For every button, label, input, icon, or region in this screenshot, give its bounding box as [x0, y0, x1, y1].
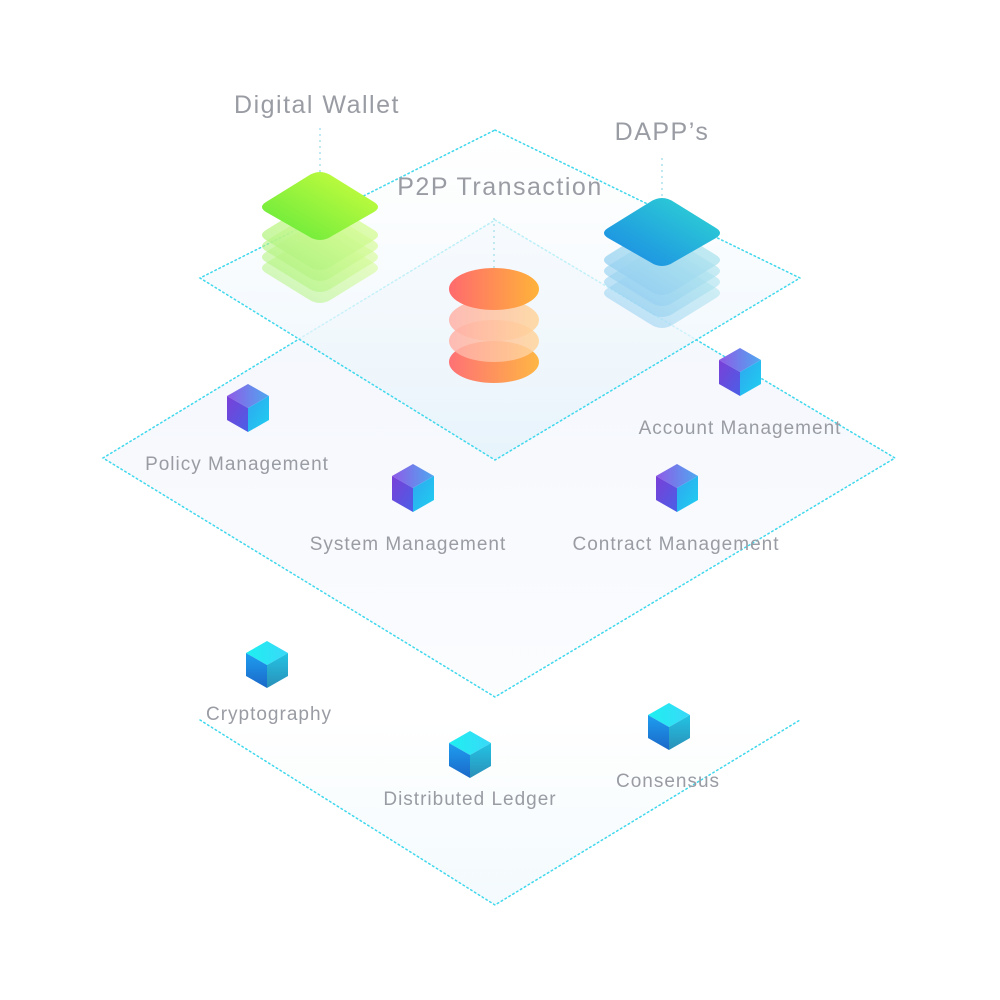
- cube-icon: [719, 348, 761, 396]
- policy-management-node: Policy Management: [145, 384, 329, 475]
- digital-wallet-label: Digital Wallet: [234, 91, 400, 119]
- consensus-node: Consensus: [616, 703, 720, 792]
- cube-icon: [449, 731, 491, 778]
- core-plane: [199, 719, 801, 906]
- p2p-transaction-node: P2P Transaction: [397, 173, 602, 383]
- account-management-node: Account Management: [639, 348, 842, 439]
- stacked-layers-icon: [604, 198, 720, 328]
- consensus-label: Consensus: [616, 771, 720, 792]
- dapps-label: DAPP’s: [615, 118, 710, 146]
- contract-management-label: Contract Management: [573, 534, 780, 555]
- cube-icon: [648, 703, 690, 750]
- account-management-label: Account Management: [639, 418, 842, 439]
- cube-icon: [227, 384, 269, 432]
- stacked-layers-icon: [262, 172, 378, 303]
- system-management-label: System Management: [310, 534, 507, 555]
- cube-icon: [246, 641, 288, 688]
- system-management-node: System Management: [310, 464, 507, 555]
- cube-icon: [392, 464, 434, 512]
- digital-wallet-node: Digital Wallet: [234, 91, 400, 303]
- dapps-node: DAPP’s: [604, 118, 720, 328]
- policy-management-label: Policy Management: [145, 454, 329, 475]
- p2p-transaction-label: P2P Transaction: [397, 173, 602, 201]
- cryptography-node: Cryptography: [206, 641, 332, 725]
- cryptography-label: Cryptography: [206, 704, 332, 725]
- distributed-ledger-node: Distributed Ledger: [383, 731, 556, 810]
- cube-icon: [656, 464, 698, 512]
- core-layer: [199, 719, 801, 906]
- contract-management-node: Contract Management: [573, 464, 780, 555]
- stacked-disks-icon: [449, 268, 539, 383]
- distributed-ledger-label: Distributed Ledger: [383, 789, 556, 810]
